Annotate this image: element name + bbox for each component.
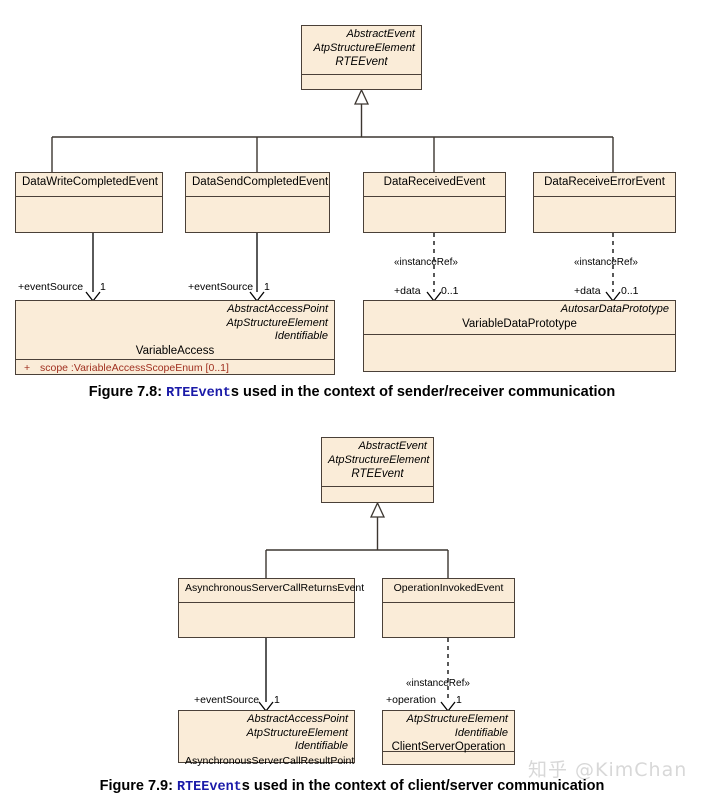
attribute-text: scope :VariableAccessScopeEnum [0..1]	[40, 362, 229, 374]
class-header: AbstractEvent AtpStructureElement RTEEve…	[302, 26, 421, 74]
stereotype-label: AbstractAccessPoint	[227, 303, 328, 315]
class-header: AbstractAccessPoint AtpStructureElement …	[179, 711, 354, 767]
stereotype-label: AbstractEvent	[346, 28, 415, 40]
caption-monospace: RTEEvent	[166, 386, 231, 401]
class-name: DataReceivedEvent	[383, 176, 486, 188]
figure-caption-7-9: Figure 7.9: RTEEvents used in the contex…	[0, 778, 704, 795]
caption-suffix: s used in the context of client/server c…	[241, 778, 605, 794]
edge-multiplicity-5: 1	[274, 694, 280, 706]
class-attributes-compartment	[534, 196, 675, 231]
class-header: AtpStructureElement Identifiable ClientS…	[383, 711, 514, 753]
attribute-row: + scope :VariableAccessScopeEnum [0..1]	[22, 361, 328, 375]
edge-multiplicity-1: 1	[100, 281, 106, 293]
caption-monospace: RTEEvent	[176, 780, 242, 795]
class-box-operationinvokedevent[interactable]: OperationInvokedEvent	[382, 578, 515, 638]
caption-prefix: Figure 7.8:	[88, 384, 167, 400]
class-name: RTEEvent	[351, 468, 404, 480]
figure-caption-7-8: Figure 7.8: RTEEvents used in the contex…	[0, 384, 704, 401]
class-name: VariableDataPrototype	[462, 317, 577, 330]
edge-role-data-2: +data	[574, 285, 601, 297]
class-attributes-compartment	[364, 196, 505, 231]
caption-suffix: s used in the context of sender/receiver…	[230, 384, 616, 400]
stereotype-label: AtpStructureElement	[328, 453, 430, 466]
class-box-datareceivedevent[interactable]: DataReceivedEvent	[363, 172, 506, 233]
class-name: RTEEvent	[335, 56, 388, 68]
stereotype-label: AtpStructureElement	[246, 726, 349, 739]
stereotype-label: AbstractEvent	[358, 440, 427, 452]
class-name: DataWriteCompletedEvent	[22, 176, 158, 188]
class-name: VariableAccess	[135, 344, 215, 357]
stereotype-label: AtpStructureElement	[406, 713, 509, 725]
class-box-variabledataprototype[interactable]: AutosarDataPrototype VariableDataPrototy…	[363, 300, 676, 372]
class-header: DataSendCompletedEvent	[186, 173, 329, 196]
class-box-rteevent-1[interactable]: AbstractEvent AtpStructureElement RTEEve…	[301, 25, 422, 90]
class-box-asynchronousservercallreturnsevent[interactable]: AsynchronousServerCallReturnsEvent	[178, 578, 365, 638]
class-attributes-compartment	[16, 196, 162, 231]
caption-prefix: Figure 7.9:	[99, 778, 177, 794]
class-attributes-compartment	[179, 602, 354, 636]
edge-multiplicity-2: 1	[264, 281, 270, 293]
edge-stereotype-instanceref-1: «instanceRef»	[394, 257, 458, 268]
edge-role-eventsource-3: +eventSource	[194, 694, 260, 706]
class-header: DataReceiveErrorEvent	[534, 173, 675, 196]
class-attributes-compartment	[186, 196, 329, 231]
class-name: DataSendCompletedEvent	[192, 176, 329, 188]
stereotype-label: AtpStructureElement	[226, 316, 329, 329]
class-attributes-compartment	[383, 751, 514, 764]
class-attributes-compartment	[302, 74, 421, 89]
class-name: AsynchronousServerCallResultPoint	[185, 754, 355, 767]
class-box-variableaccess[interactable]: AbstractAccessPoint AtpStructureElement …	[15, 300, 335, 375]
class-header: AbstractEvent AtpStructureElement RTEEve…	[322, 438, 433, 486]
class-box-clientserveroperation[interactable]: AtpStructureElement Identifiable ClientS…	[382, 710, 515, 765]
class-attributes-compartment	[383, 602, 514, 636]
edge-stereotype-instanceref-2: «instanceRef»	[574, 257, 638, 268]
class-header: AbstractAccessPoint AtpStructureElement …	[16, 301, 334, 359]
class-box-asynchronousservercallresultpoint[interactable]: AbstractAccessPoint AtpStructureElement …	[178, 710, 355, 767]
class-header: AutosarDataPrototype VariableDataPrototy…	[364, 301, 675, 334]
class-header: AsynchronousServerCallReturnsEvent	[179, 579, 365, 602]
class-header: DataWriteCompletedEvent	[16, 173, 162, 196]
class-box-datareceiveerrorevent[interactable]: DataReceiveErrorEvent	[533, 172, 676, 233]
stereotype-label: Identifiable	[274, 330, 328, 342]
stereotype-label: AtpStructureElement	[313, 41, 416, 54]
stereotype-label: AutosarDataPrototype	[560, 303, 669, 315]
class-attributes-compartment: + scope :VariableAccessScopeEnum [0..1]	[16, 359, 334, 376]
stereotype-label: Identifiable	[454, 726, 508, 739]
class-header: OperationInvokedEvent	[383, 579, 514, 602]
class-attributes-compartment	[364, 334, 675, 371]
class-name: OperationInvokedEvent	[393, 582, 504, 594]
class-box-datasendcompletedevent[interactable]: DataSendCompletedEvent	[185, 172, 330, 233]
class-name: DataReceiveErrorEvent	[544, 176, 665, 188]
edge-multiplicity-3: 0..1	[441, 285, 459, 297]
class-header: DataReceivedEvent	[364, 173, 505, 196]
edge-role-operation: +operation	[386, 694, 436, 706]
edge-role-eventsource-1: +eventSource	[18, 281, 84, 293]
watermark: 知乎 @KimChan	[528, 759, 688, 781]
edge-stereotype-instanceref-3: «instanceRef»	[406, 678, 470, 689]
edge-multiplicity-6: 1	[456, 694, 462, 706]
class-attributes-compartment	[322, 486, 433, 502]
class-box-datawritecompletedevent[interactable]: DataWriteCompletedEvent	[15, 172, 163, 233]
class-box-rteevent-2[interactable]: AbstractEvent AtpStructureElement RTEEve…	[321, 437, 434, 503]
class-name: ClientServerOperation	[391, 741, 506, 753]
edge-role-data-1: +data	[394, 285, 421, 297]
attribute-visibility: +	[24, 362, 31, 374]
class-name: AsynchronousServerCallReturnsEvent	[185, 582, 365, 594]
edge-role-eventsource-2: +eventSource	[188, 281, 254, 293]
stereotype-label: AbstractAccessPoint	[247, 713, 348, 725]
edge-multiplicity-4: 0..1	[621, 285, 639, 297]
stereotype-label: Identifiable	[294, 740, 348, 752]
